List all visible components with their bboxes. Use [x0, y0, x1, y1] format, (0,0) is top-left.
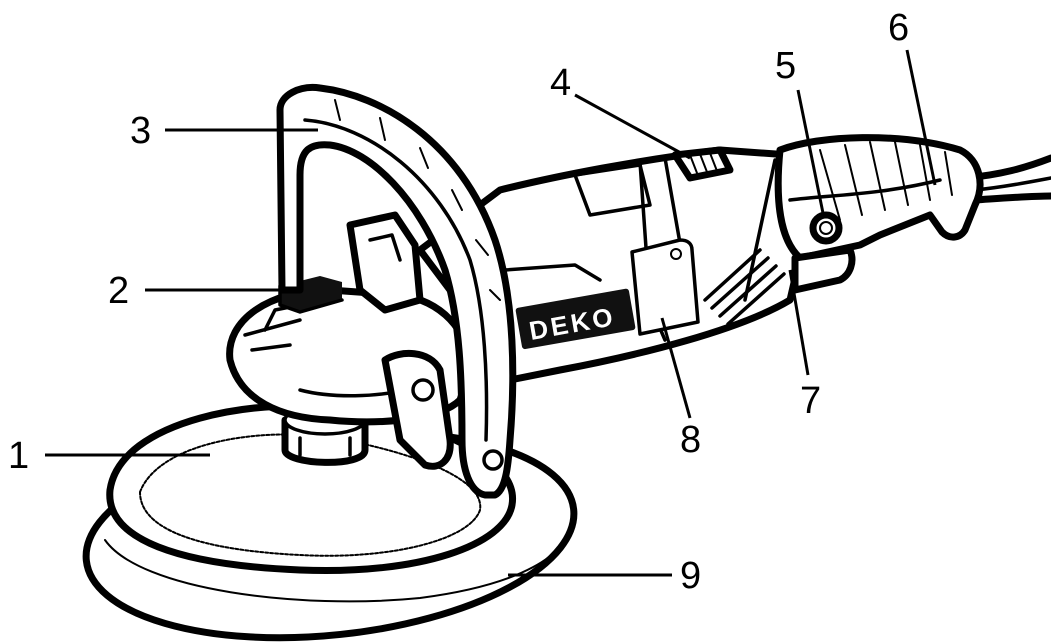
leader-lines [45, 49, 937, 577]
d-handle [276, 83, 517, 499]
callout-8: 8 [680, 419, 701, 461]
leader-5 [796, 89, 826, 219]
leader-4 [574, 93, 691, 160]
handle-mount [346, 211, 454, 470]
callout-5: 5 [775, 45, 796, 87]
callout-1: 1 [8, 435, 29, 477]
leader-6 [905, 49, 937, 186]
callout-7: 7 [800, 380, 821, 422]
callout-3: 3 [130, 110, 151, 152]
trigger-switch [791, 246, 856, 294]
rear-handle [774, 134, 984, 262]
callout-4: 4 [550, 62, 571, 104]
leader-7 [788, 269, 810, 376]
callout-labels: 1 2 3 4 5 6 7 8 9 [8, 7, 909, 597]
leader-8 [660, 317, 692, 419]
motor-housing: DEKO [416, 146, 824, 384]
lock-on-button [809, 211, 843, 245]
callout-2: 2 [108, 270, 129, 312]
callout-9: 9 [680, 555, 701, 597]
callout-6: 6 [888, 7, 909, 49]
